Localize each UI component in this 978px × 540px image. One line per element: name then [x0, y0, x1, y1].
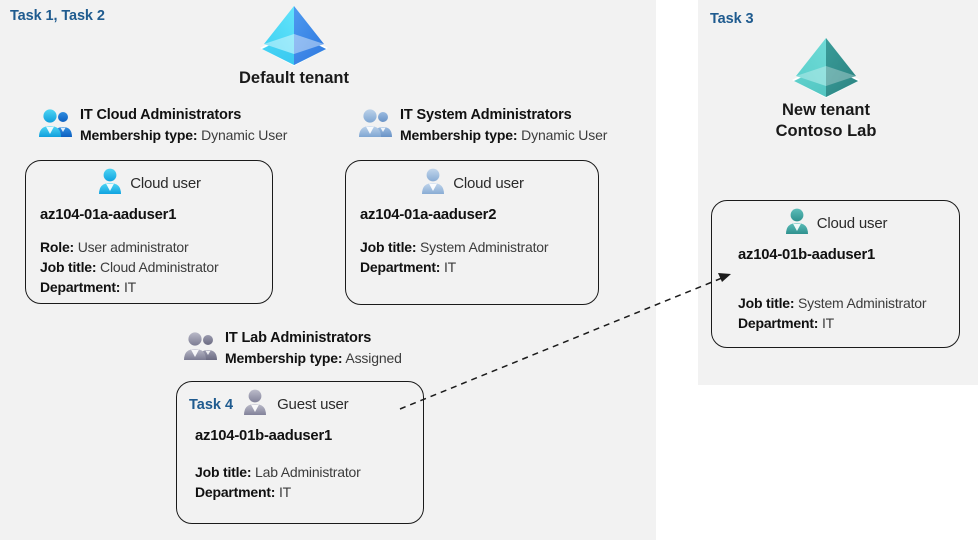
attr-label: Job title:	[738, 295, 795, 311]
group-it-system-administrators: IT System Administrators Membership type…	[358, 106, 607, 144]
card-header: Cloud user	[26, 167, 272, 200]
attr-label: Department:	[195, 484, 276, 501]
group-users-icon	[38, 108, 74, 143]
group-title: IT Lab Administrators	[225, 330, 372, 346]
cloud-user-icon	[97, 167, 123, 200]
attr-job-title: Job title: System Administrator	[738, 293, 959, 313]
attr-label: Department:	[40, 279, 121, 296]
attr-value: Lab Administrator	[255, 464, 361, 480]
cloud-user-icon	[784, 207, 810, 240]
attr-label: Job title:	[360, 239, 417, 255]
group-membership-value: Assigned	[345, 349, 402, 366]
group-membership: Membership type: Dynamic User	[80, 126, 287, 145]
user-kind-label: Cloud user	[816, 215, 888, 232]
attr-job-title: Job title: Lab Administrator	[195, 462, 423, 482]
user-principal-name: az104-01b-aaduser1	[738, 247, 876, 263]
group-membership-value: Dynamic User	[521, 126, 608, 143]
attr-value: IT	[123, 279, 137, 296]
task-label-left-panel: Task 1, Task 2	[10, 8, 105, 24]
attr-label: Department:	[360, 259, 441, 276]
group-users-icon	[358, 108, 394, 143]
group-membership: Membership type: Assigned	[225, 349, 402, 368]
user-attributes: Job title: Lab Administrator Department:…	[177, 462, 423, 502]
attr-value: IT	[443, 259, 457, 276]
new-tenant-label-line1: New tenant	[781, 101, 870, 119]
attr-label: Job title:	[40, 259, 97, 276]
group-it-cloud-administrators: IT Cloud Administrators Membership type:…	[38, 106, 287, 144]
user-kind-label: Cloud user	[130, 175, 201, 192]
attr-department: Department: IT	[360, 257, 598, 277]
group-membership-label: Membership type:	[225, 349, 343, 366]
attr-job-title: Job title: Cloud Administrator	[40, 257, 272, 277]
attr-value: User administrator	[77, 239, 189, 255]
group-membership: Membership type: Dynamic User	[400, 126, 607, 145]
user-kind-label: Guest user	[277, 396, 349, 413]
attr-label: Department:	[738, 315, 819, 332]
group-membership-label: Membership type:	[400, 126, 518, 143]
guest-user-icon	[242, 388, 268, 421]
user-card-az104-01b-aaduser1-cloud: Cloud user az104-01b-aaduser1 Job title:…	[711, 200, 960, 348]
user-attributes: Job title: System Administrator Departme…	[346, 237, 598, 277]
card-header: Task 4 Guest user	[177, 388, 423, 421]
user-kind-label: Cloud user	[453, 175, 524, 192]
attr-job-title: Job title: System Administrator	[360, 237, 598, 257]
attr-value: IT	[821, 315, 835, 332]
new-tenant-block: New tenant Contoso Lab	[760, 34, 892, 141]
attr-role: Role: User administrator	[40, 237, 272, 257]
attr-department: Department: IT	[195, 482, 423, 502]
user-principal-name: az104-01b-aaduser1	[195, 428, 333, 444]
attr-department: Department: IT	[40, 277, 272, 297]
attr-value: System Administrator	[420, 239, 549, 255]
task-label-right-panel: Task 3	[710, 11, 754, 27]
attr-label: Job title:	[195, 464, 252, 480]
new-tenant-label-line2: Contoso Lab	[775, 121, 877, 140]
group-membership-label: Membership type:	[80, 126, 198, 143]
group-title: IT System Administrators	[400, 107, 572, 123]
attr-value: Cloud Administrator	[100, 259, 219, 276]
group-membership-value: Dynamic User	[201, 126, 288, 143]
user-card-az104-01b-aaduser1-guest: Task 4 Guest user az104-01b-aaduser1	[176, 381, 424, 524]
user-card-az104-01a-aaduser2: Cloud user az104-01a-aaduser2 Job title:…	[345, 160, 599, 305]
group-users-icon	[183, 331, 219, 366]
attr-value: System Administrator	[798, 295, 927, 311]
group-it-lab-administrators: IT Lab Administrators Membership type: A…	[183, 329, 402, 367]
azure-ad-tenant-icon	[228, 2, 360, 68]
task-label-in-card: Task 4	[189, 396, 234, 413]
default-tenant-block: Default tenant	[228, 2, 360, 89]
user-principal-name: az104-01a-aaduser2	[360, 207, 497, 223]
default-tenant-label: Default tenant	[238, 69, 349, 87]
attr-value: IT	[278, 484, 292, 501]
card-header: Cloud user	[346, 167, 598, 200]
user-attributes: Job title: System Administrator Departme…	[712, 293, 959, 333]
azure-ad-tenant-icon	[760, 34, 892, 100]
user-principal-name: az104-01a-aaduser1	[40, 207, 177, 223]
user-card-az104-01a-aaduser1: Cloud user az104-01a-aaduser1 Role: User…	[25, 160, 273, 304]
group-title: IT Cloud Administrators	[80, 107, 242, 123]
attr-department: Department: IT	[738, 313, 959, 333]
cloud-user-icon	[420, 167, 446, 200]
attr-label: Role:	[40, 239, 75, 255]
default-tenant-panel	[0, 0, 656, 540]
user-attributes: Role: User administrator Job title: Clou…	[26, 237, 272, 297]
card-header: Cloud user	[712, 207, 959, 240]
